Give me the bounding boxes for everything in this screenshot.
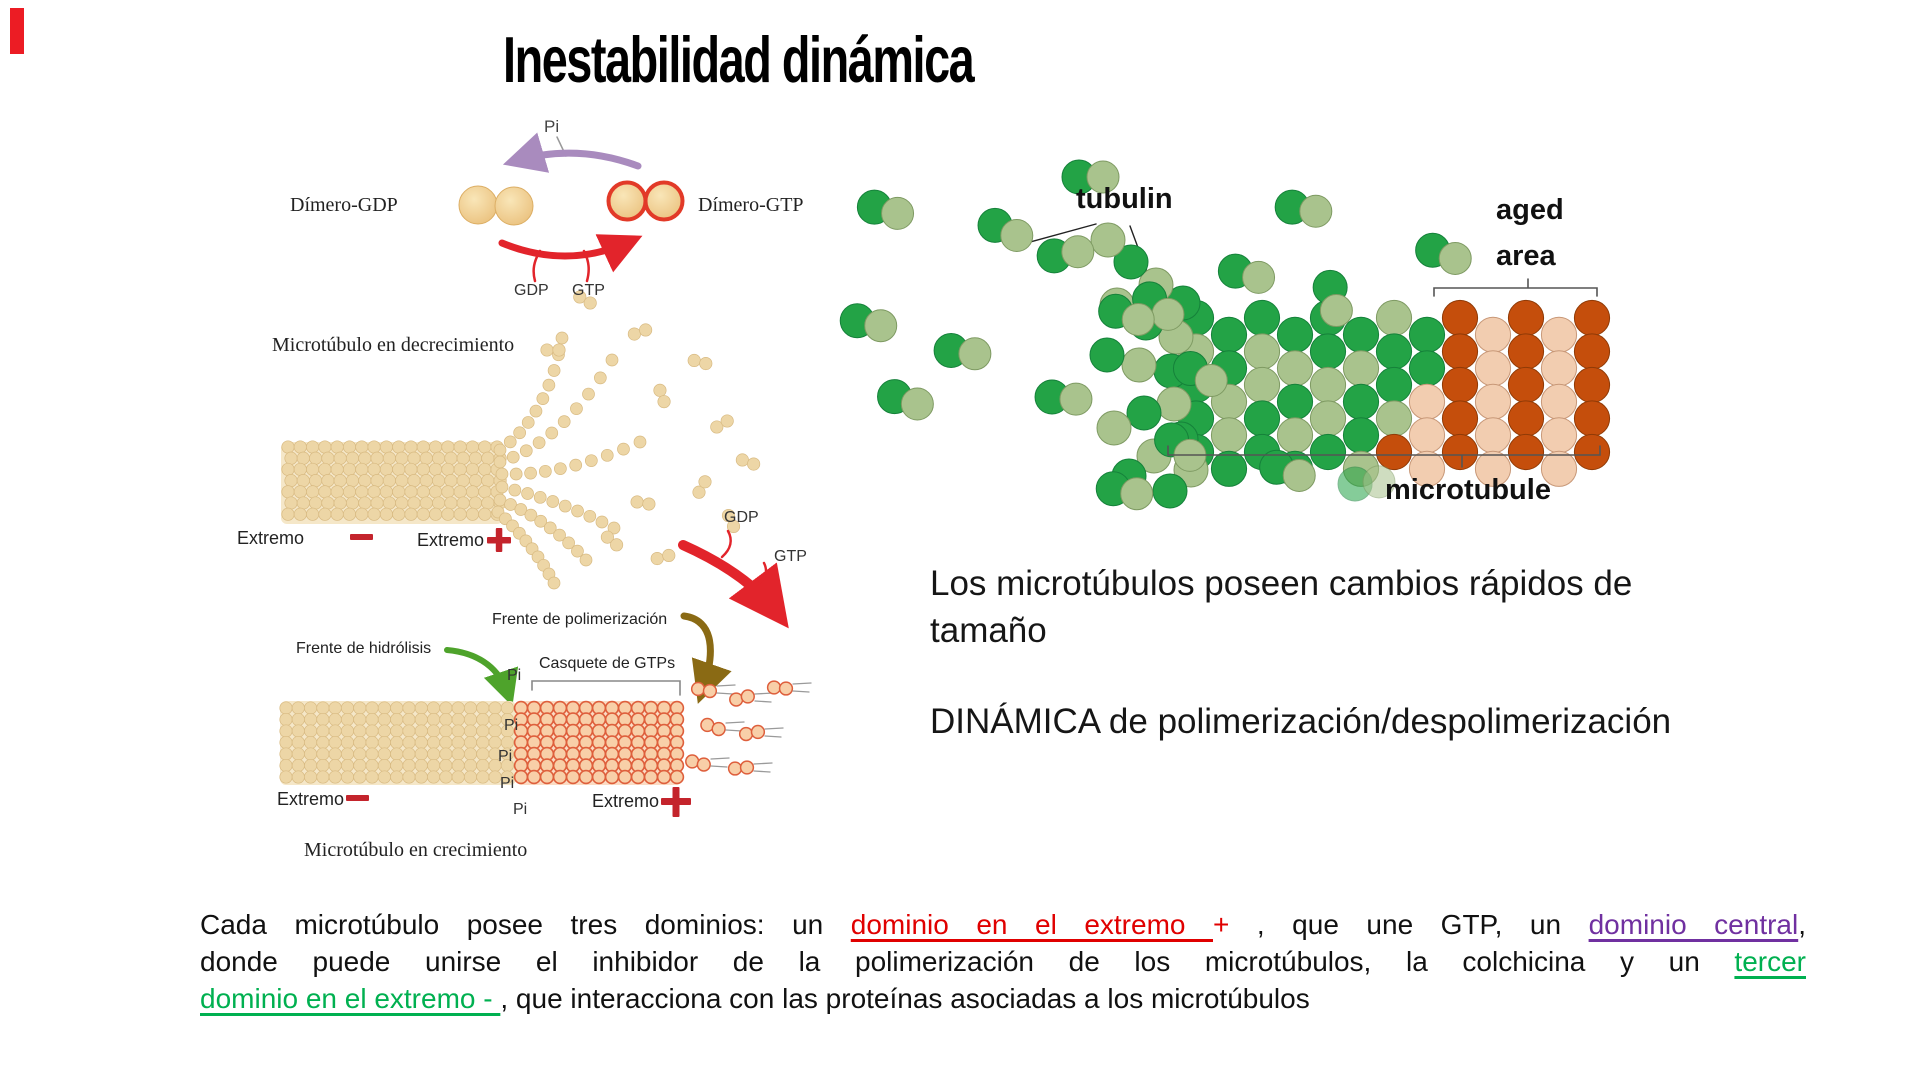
paragraph-text: ,: [1798, 909, 1806, 940]
pi-label-4: Pi: [500, 775, 515, 792]
frente-polimerizacion-label: Frente de polimerización: [492, 611, 668, 628]
paragraph-text: +: [1213, 909, 1230, 940]
domains-paragraph: Cada microtúbulo posee tres dominios: un…: [200, 906, 1806, 1017]
paragraph-line: Cada microtúbulo posee tres dominios: un…: [200, 906, 1806, 943]
shrinking-microtubule-caption: Microtúbulo en decrecimiento: [272, 334, 515, 356]
page-title: Inestabilidad dinámica: [503, 23, 975, 96]
gtp-label-exchange: GTP: [774, 548, 807, 565]
exchange-arrow: [678, 529, 789, 629]
domain-highlight: dominio en el extremo: [850, 909, 1213, 940]
extremo-minus-label-shrinking: Extremo: [237, 528, 305, 548]
paragraph-text: donde puede unirse el inhibidor de la po…: [200, 946, 1735, 977]
paragraph-text: Cada microtúbulo posee tres dominios: un: [200, 909, 851, 940]
gtp-label-cycle: GTP: [572, 282, 605, 299]
domain-highlight: dominio en el extremo -: [200, 983, 501, 1014]
casquete-gtps-label: Casquete de GTPs: [539, 655, 676, 672]
right-microtubule-figure: [839, 159, 1611, 511]
statement-line-2: tamaño: [930, 611, 1047, 650]
domain-highlight: tercer: [1734, 946, 1806, 977]
pi-label-top: Pi: [544, 117, 560, 136]
statement-line-1: Los microtúbulos poseen cambios rápidos …: [930, 564, 1633, 603]
paragraph-line: donde puede unirse el inhibidor de la po…: [200, 943, 1806, 980]
tubulin-label: tubulin: [1076, 183, 1173, 215]
extremo-plus-label-growing: Extremo: [592, 791, 660, 811]
microtubule-label: microtubule: [1385, 474, 1551, 506]
gdp-label-cycle: GDP: [514, 282, 549, 299]
domain-highlight: dominio central: [1588, 909, 1799, 940]
pi-label-3: Pi: [498, 748, 513, 765]
statement-size-changes: Los microtúbulos poseen cambios rápidos …: [930, 560, 1632, 654]
aged-label: aged: [1496, 194, 1564, 226]
red-accent-bar: [10, 8, 24, 54]
extremo-minus-label-growing: Extremo: [277, 789, 345, 809]
gdp-label-exchange: GDP: [724, 509, 759, 526]
pi-label-2: Pi: [504, 717, 519, 734]
paragraph-line: dominio en el extremo - , que interaccio…: [200, 980, 1806, 1017]
pi-label-1: Pi: [507, 667, 522, 684]
pi-label-5: Pi: [513, 801, 528, 818]
frente-hidrolisis-label: Frente de hidrólisis: [296, 640, 432, 657]
statement-dynamics: DINÁMICA de polimerización/despolimeriza…: [930, 702, 1672, 741]
growing-microtubule: [279, 612, 812, 817]
area-label: area: [1496, 240, 1556, 272]
dimero-gtp-label: Dímero-GTP: [698, 194, 804, 216]
gdp-gtp-cycle: [458, 132, 685, 283]
growing-microtubule-caption: Microtúbulo en crecimiento: [304, 839, 528, 861]
paragraph-text: , que interacciona con las proteínas aso…: [500, 983, 1310, 1014]
extremo-plus-label-shrinking: Extremo: [417, 530, 485, 550]
shrinking-microtubule: [281, 290, 761, 590]
paragraph-text: , que une GTP, un: [1229, 909, 1589, 940]
dimero-gdp-label: Dímero-GDP: [290, 194, 398, 216]
